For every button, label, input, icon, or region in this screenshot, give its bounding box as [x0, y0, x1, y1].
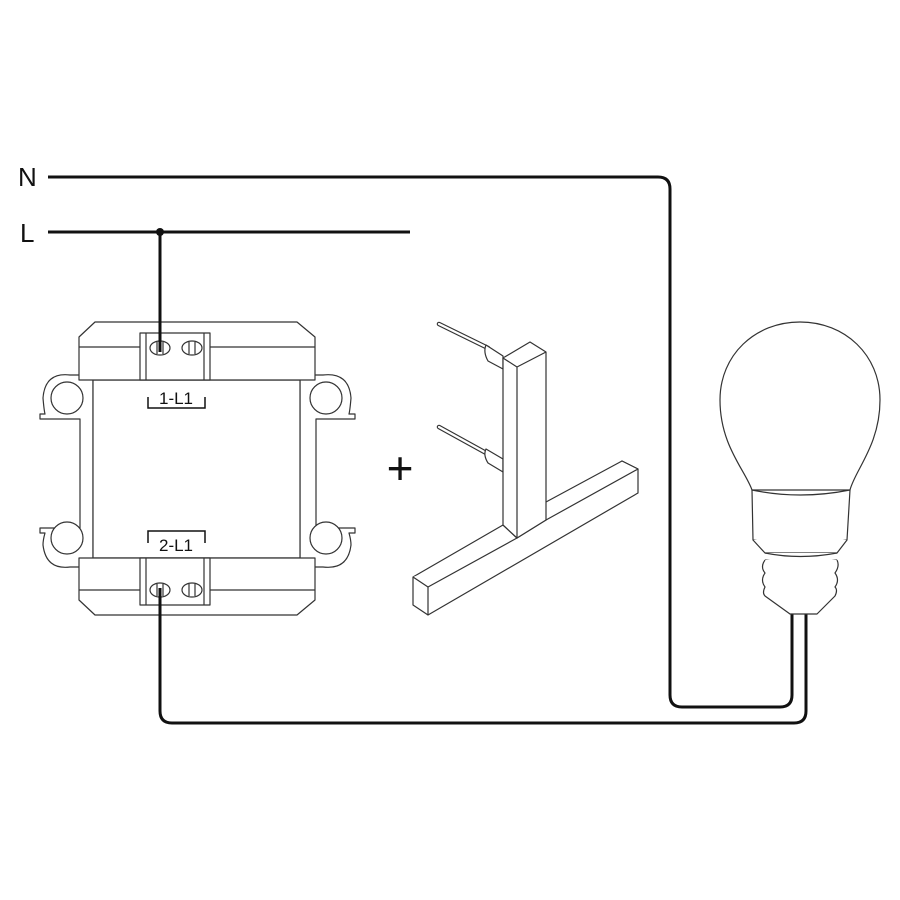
- neutral-label: N: [18, 162, 37, 192]
- terminal-block-top: [139, 332, 211, 381]
- plus-sign: +: [387, 442, 414, 494]
- label-bracket-top: [147, 397, 206, 409]
- t-connector-icon: [412, 321, 639, 616]
- terminal-label-2-l1: 2-L1: [159, 536, 193, 555]
- switch-to-lamp-wire: [158, 588, 808, 725]
- terminal-block-bottom: [139, 557, 211, 606]
- light-bulb-icon: [719, 321, 881, 615]
- live-label: L: [20, 218, 34, 248]
- terminal-label-1-l1: 1-L1: [159, 389, 193, 408]
- label-bracket-bottom: [147, 530, 206, 543]
- neutral-wire: [48, 175, 794, 709]
- switch-module: 1-L1 2-L1: [39, 321, 356, 616]
